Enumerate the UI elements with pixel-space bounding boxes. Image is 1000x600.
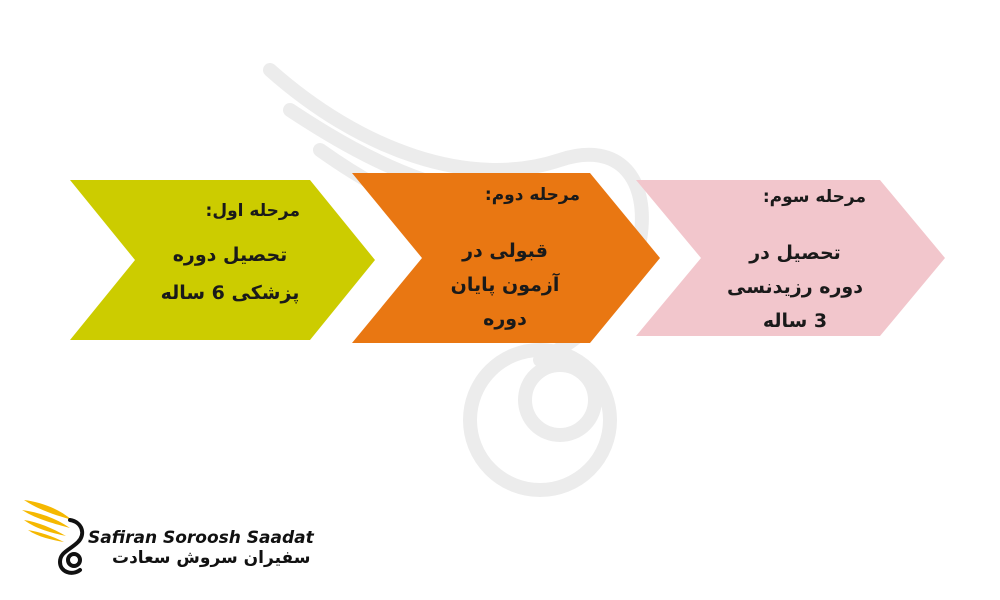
step-1-text: مرحله اول: تحصیل دوره پزشکی 6 ساله	[140, 200, 320, 312]
chevron-step-2	[352, 173, 660, 343]
logo-persian-name: سفیران سروش سعادت	[112, 548, 311, 568]
logo-latin-name: Safiran Soroosh Saadat	[88, 528, 314, 548]
step-2-body: قبولی در آزمون پایان دوره	[450, 240, 560, 330]
golden-wing-icon	[22, 500, 85, 575]
company-logo: Safiran Soroosh Saadat سفیران سروش سعادت	[20, 492, 314, 582]
chevron-step-3	[636, 180, 945, 336]
step-3-text: مرحله سوم: تحصیل در دوره رزیدنسی 3 ساله	[710, 186, 880, 338]
step-1-heading: مرحله اول:	[205, 201, 300, 221]
step-1-body: تحصیل دوره پزشکی 6 ساله	[160, 244, 300, 304]
chevron-step-1	[70, 180, 375, 340]
step-3-body: تحصیل در دوره رزیدنسی 3 ساله	[726, 242, 863, 332]
step-3-heading: مرحله سوم:	[762, 187, 866, 207]
step-2-text: مرحله دوم: قبولی در آزمون پایان دوره	[420, 184, 590, 336]
step-2-heading: مرحله دوم:	[484, 185, 580, 205]
